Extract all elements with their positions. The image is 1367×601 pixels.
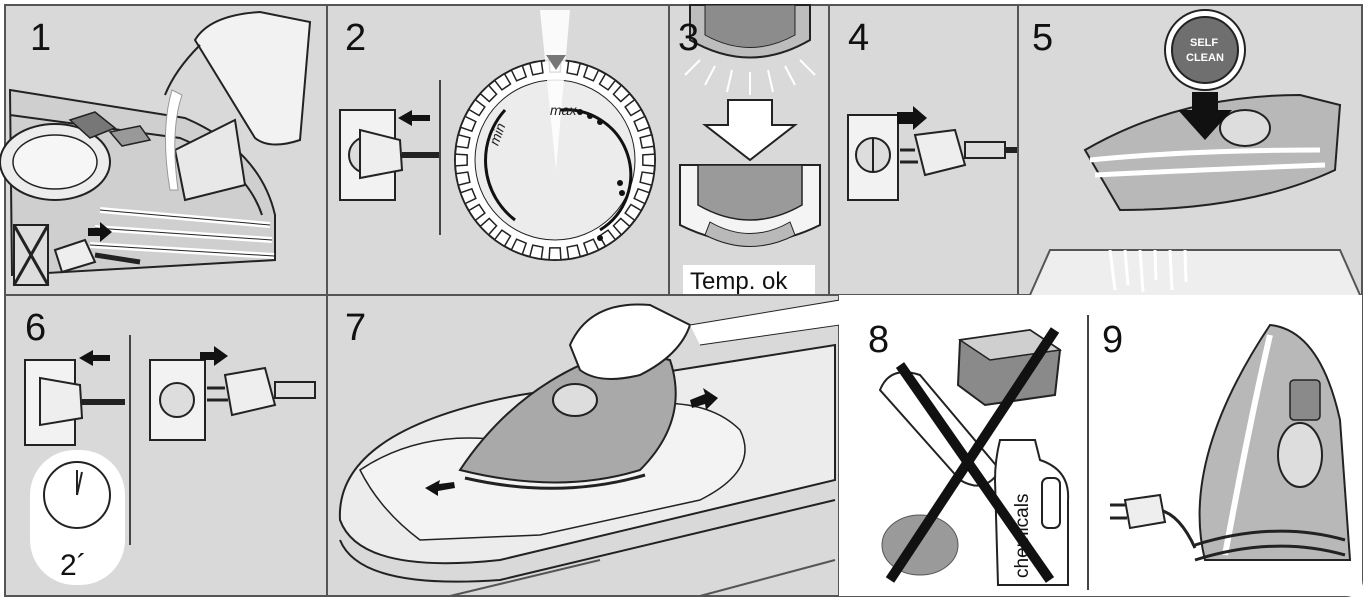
plug-icon <box>913 128 967 177</box>
dial-tooth <box>455 133 471 149</box>
dial-tooth <box>612 217 631 236</box>
dial-tooth <box>467 203 486 222</box>
hand <box>568 303 692 380</box>
dial-tooth <box>510 238 528 256</box>
dial-tooth <box>493 72 512 91</box>
panel-7: 7 <box>326 294 841 597</box>
chemicals-bottle <box>993 439 1070 586</box>
dial-tooth <box>479 84 498 103</box>
dial-tooth <box>624 98 643 117</box>
dial-tooth <box>454 153 468 167</box>
plug-icon <box>1123 493 1167 530</box>
arrow-down-icon <box>1178 92 1232 140</box>
step-number-5: 5 <box>1032 17 1053 59</box>
dial-tooth <box>612 84 631 103</box>
arrow-right-icon <box>690 388 718 410</box>
dial-tooth <box>467 98 486 117</box>
panel-9: 9 <box>1102 319 1352 562</box>
water-stream <box>164 89 183 191</box>
panel-3: Temp. ok 3 <box>668 4 830 296</box>
dial-tooth <box>633 115 651 133</box>
plug-icon <box>39 376 84 427</box>
steam-lines <box>1108 249 1188 293</box>
dial-tooth <box>598 229 617 248</box>
panel-4: 4 <box>828 4 1019 296</box>
dial-tooth <box>633 187 651 205</box>
step-number-8: 8 <box>868 319 889 361</box>
self-clean-label-line2: CLEAN <box>1186 52 1224 64</box>
basin <box>1029 249 1361 296</box>
panel-1: 1 <box>0 4 328 296</box>
arrow-right-icon <box>200 346 228 366</box>
arrow-right-icon <box>88 222 112 242</box>
measuring-cup <box>193 10 312 146</box>
step-number-9: 9 <box>1102 319 1123 361</box>
step-number-3: 3 <box>678 17 699 59</box>
dial-tooth <box>624 203 643 222</box>
power-cord <box>1194 529 1346 562</box>
arrow-right-icon <box>897 106 927 130</box>
plug-icon <box>223 366 277 417</box>
panel-5: SELF CLEAN 5 <box>1017 4 1363 296</box>
step-number-4: 4 <box>848 17 869 59</box>
light-rays <box>684 59 816 95</box>
self-clean-label-line1: SELF <box>1190 37 1218 49</box>
dial-tooth <box>528 60 544 76</box>
dial-tooth <box>455 171 471 187</box>
dial-tooth <box>598 72 617 91</box>
arrow-down-icon <box>702 99 798 162</box>
dial-max-label: max <box>550 102 577 118</box>
panel-6: 2´ 6 <box>4 294 328 597</box>
dial-min-label: min <box>486 121 509 148</box>
prohibited-cross <box>895 362 1055 583</box>
iron-body <box>458 348 677 484</box>
timer-label: 2´ <box>60 549 87 582</box>
panel-2: min max 2 <box>326 4 670 296</box>
plug-icon <box>53 238 97 274</box>
arrow-left-icon <box>79 350 110 366</box>
temp-ok-label: Temp. ok <box>690 268 788 295</box>
step-number-1: 1 <box>30 17 51 59</box>
dial-tooth <box>582 64 600 82</box>
dial-tooth <box>639 133 655 149</box>
dial-tooth <box>528 244 544 260</box>
dial-tooth <box>582 238 600 256</box>
dial-tooth <box>459 187 477 205</box>
step-number-6: 6 <box>25 307 46 349</box>
arrow-left-icon <box>398 110 430 126</box>
dial-tooth <box>642 153 656 167</box>
step-number-7: 7 <box>345 307 366 349</box>
step-number-2: 2 <box>345 17 366 59</box>
plug-icon <box>359 128 404 180</box>
dial-tooth <box>479 217 498 236</box>
dial-tooth <box>493 229 512 248</box>
dial-tooth <box>639 171 655 187</box>
dial-tooth <box>459 115 477 133</box>
dial-tooth <box>566 60 582 76</box>
arrow-left-icon <box>425 480 455 496</box>
dial-tooth <box>566 244 582 260</box>
caption-box <box>683 265 815 295</box>
dial-marker-triangle <box>546 55 566 70</box>
dial-tooth <box>510 64 528 82</box>
dial-tooth <box>548 247 562 261</box>
